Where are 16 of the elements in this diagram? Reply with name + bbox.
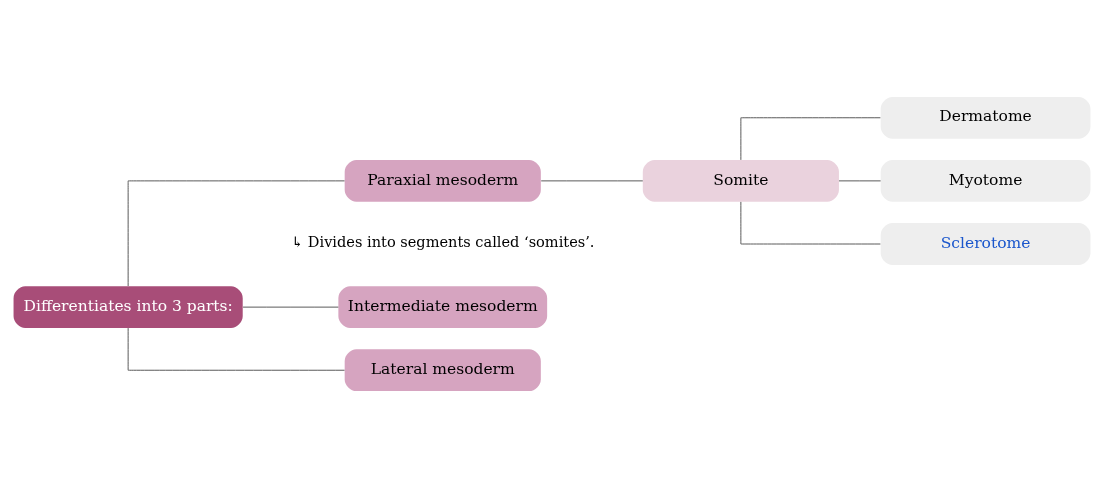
node-box: Intermediate mesoderm (338, 285, 548, 328)
node-box: Myotome (880, 159, 1091, 202)
connector (127, 179, 345, 286)
connector (540, 179, 644, 181)
connector (740, 116, 881, 160)
node-box: Lateral mesoderm (344, 348, 541, 391)
connector (242, 306, 339, 308)
connector (740, 200, 881, 244)
node-box: Dermatome (880, 96, 1091, 139)
label: ↳ Divides into segments called ‘somites’. (291, 232, 595, 250)
connector (838, 179, 882, 181)
node-box: Paraxial mesoderm (344, 159, 541, 202)
connector (127, 327, 345, 371)
node-box: Somite (642, 159, 839, 202)
node-box: Sclerotome (880, 222, 1091, 265)
node-box: Differentiates into 3 parts: (13, 285, 243, 328)
